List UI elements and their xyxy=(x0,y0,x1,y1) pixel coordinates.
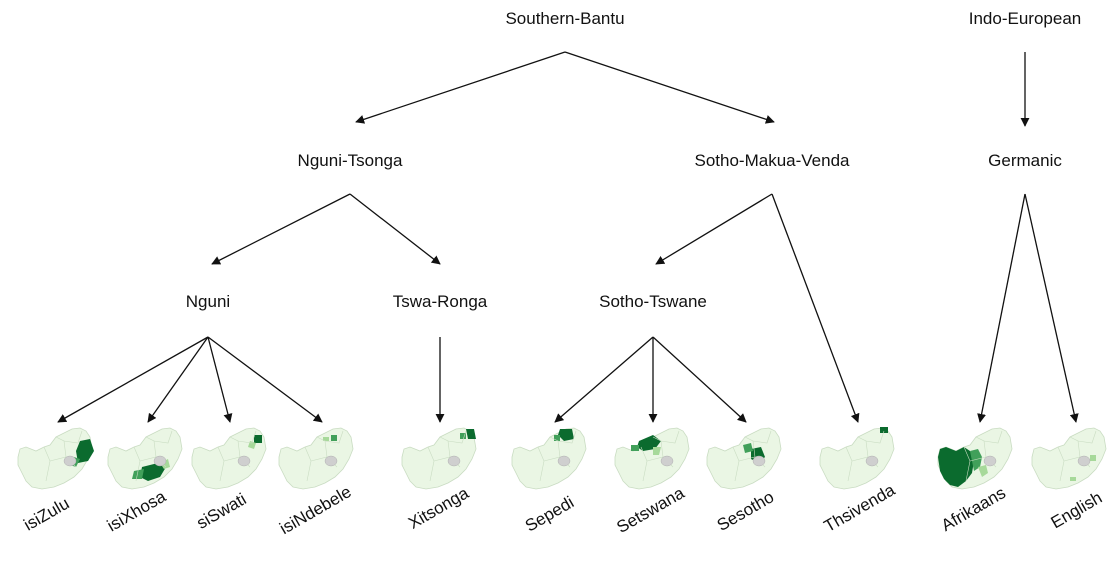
node-label-sotho-makua-venda: Sotho-Makua-Venda xyxy=(695,151,851,170)
map-region xyxy=(938,447,974,487)
edge-nguni-to-isizulu xyxy=(57,336,209,423)
node-label-indo-european: Indo-European xyxy=(969,9,1081,28)
map-isixhosa xyxy=(107,427,183,490)
map-afrikaans xyxy=(937,427,1013,490)
edge-southern-bantu-to-sotho-makua-venda xyxy=(564,51,775,124)
edge-southern-bantu-to-nguni-tsonga xyxy=(355,51,566,124)
map-sesotho xyxy=(706,427,782,490)
edge-sotho-makua-venda-to-sotho-tswane xyxy=(655,193,773,265)
edge-germanic-to-english xyxy=(1024,193,1079,423)
map-outline xyxy=(401,427,477,490)
lesotho-enclave xyxy=(660,455,674,467)
map-region xyxy=(1070,477,1076,481)
map-xitsonga xyxy=(401,427,477,490)
map-region xyxy=(466,429,476,439)
edge-sotho-makua-venda-to-thsivenda xyxy=(771,193,860,423)
map-outline xyxy=(706,427,782,490)
map-sepedi xyxy=(511,427,587,490)
leaf-label-sesotho: Sesotho xyxy=(714,487,778,535)
leaf-label-xitsonga: Xitsonga xyxy=(405,483,472,533)
edges xyxy=(57,51,1079,423)
node-label-tswa-ronga: Tswa-Ronga xyxy=(393,292,488,311)
lesotho-enclave xyxy=(447,455,461,467)
map-region xyxy=(554,435,560,441)
map-outline xyxy=(278,427,354,490)
map-region xyxy=(254,435,262,443)
map-isizulu xyxy=(17,427,94,490)
map-outline xyxy=(191,427,267,490)
leaf-label-isixhosa: isiXhosa xyxy=(104,487,170,536)
map-region xyxy=(558,429,574,441)
node-label-nguni-tsonga: Nguni-Tsonga xyxy=(298,151,403,170)
map-region xyxy=(978,465,988,477)
lesotho-enclave xyxy=(237,455,251,467)
map-region xyxy=(460,433,466,439)
map-outline xyxy=(511,427,587,490)
map-outline xyxy=(107,427,183,490)
map-region xyxy=(132,469,144,479)
map-region xyxy=(140,463,166,481)
leaf-label-afrikaans: Afrikaans xyxy=(938,483,1009,535)
map-setswana xyxy=(614,427,690,490)
map-region xyxy=(743,443,753,453)
leaf-label-isindebele: isiNdebele xyxy=(276,482,354,538)
map-region xyxy=(880,427,888,433)
map-region xyxy=(970,449,982,471)
lesotho-enclave xyxy=(752,455,766,467)
map-region xyxy=(653,447,661,455)
map-english xyxy=(1031,427,1107,490)
node-label-southern-bantu: Southern-Bantu xyxy=(505,9,624,28)
node-label-sotho-tswane: Sotho-Tswane xyxy=(599,292,707,311)
leaf-label-thsivenda: Thsivenda xyxy=(821,480,899,536)
lesotho-enclave xyxy=(865,455,879,467)
node-label-nguni: Nguni xyxy=(186,292,230,311)
lesotho-enclave xyxy=(1077,455,1091,467)
map-siswati xyxy=(191,427,267,490)
map-outline xyxy=(819,427,895,490)
leaf-label-sepedi: Sepedi xyxy=(522,493,577,536)
edge-nguni-tsonga-to-nguni xyxy=(211,193,351,265)
edge-sotho-tswane-to-sesotho xyxy=(652,336,747,423)
lesotho-enclave xyxy=(63,455,77,467)
map-region xyxy=(631,445,639,451)
map-thsivenda xyxy=(819,427,895,490)
distribution-maps xyxy=(17,427,1107,490)
lesotho-enclave xyxy=(324,455,338,467)
edge-nguni-tsonga-to-tswa-ronga xyxy=(349,193,441,265)
lesotho-enclave xyxy=(983,455,997,467)
map-isindebele xyxy=(278,427,354,490)
map-region xyxy=(76,439,94,463)
lesotho-enclave xyxy=(557,455,571,467)
map-outline xyxy=(1031,427,1107,490)
edge-nguni-to-siswati xyxy=(207,336,233,423)
lesotho-enclave xyxy=(153,455,167,467)
leaf-label-isizulu: isiZulu xyxy=(20,494,72,535)
leaf-label-setswana: Setswana xyxy=(613,483,688,537)
edge-germanic-to-afrikaans xyxy=(977,193,1026,423)
leaf-label-english: English xyxy=(1048,488,1106,532)
edge-sotho-tswane-to-sepedi xyxy=(554,336,654,423)
edge-nguni-to-isindebele xyxy=(207,336,323,423)
map-region xyxy=(331,435,337,441)
map-region xyxy=(1090,455,1096,461)
map-region xyxy=(323,437,329,441)
leaf-label-siswati: siSwati xyxy=(193,489,249,532)
node-label-germanic: Germanic xyxy=(988,151,1062,170)
edge-nguni-to-isixhosa xyxy=(147,336,209,423)
